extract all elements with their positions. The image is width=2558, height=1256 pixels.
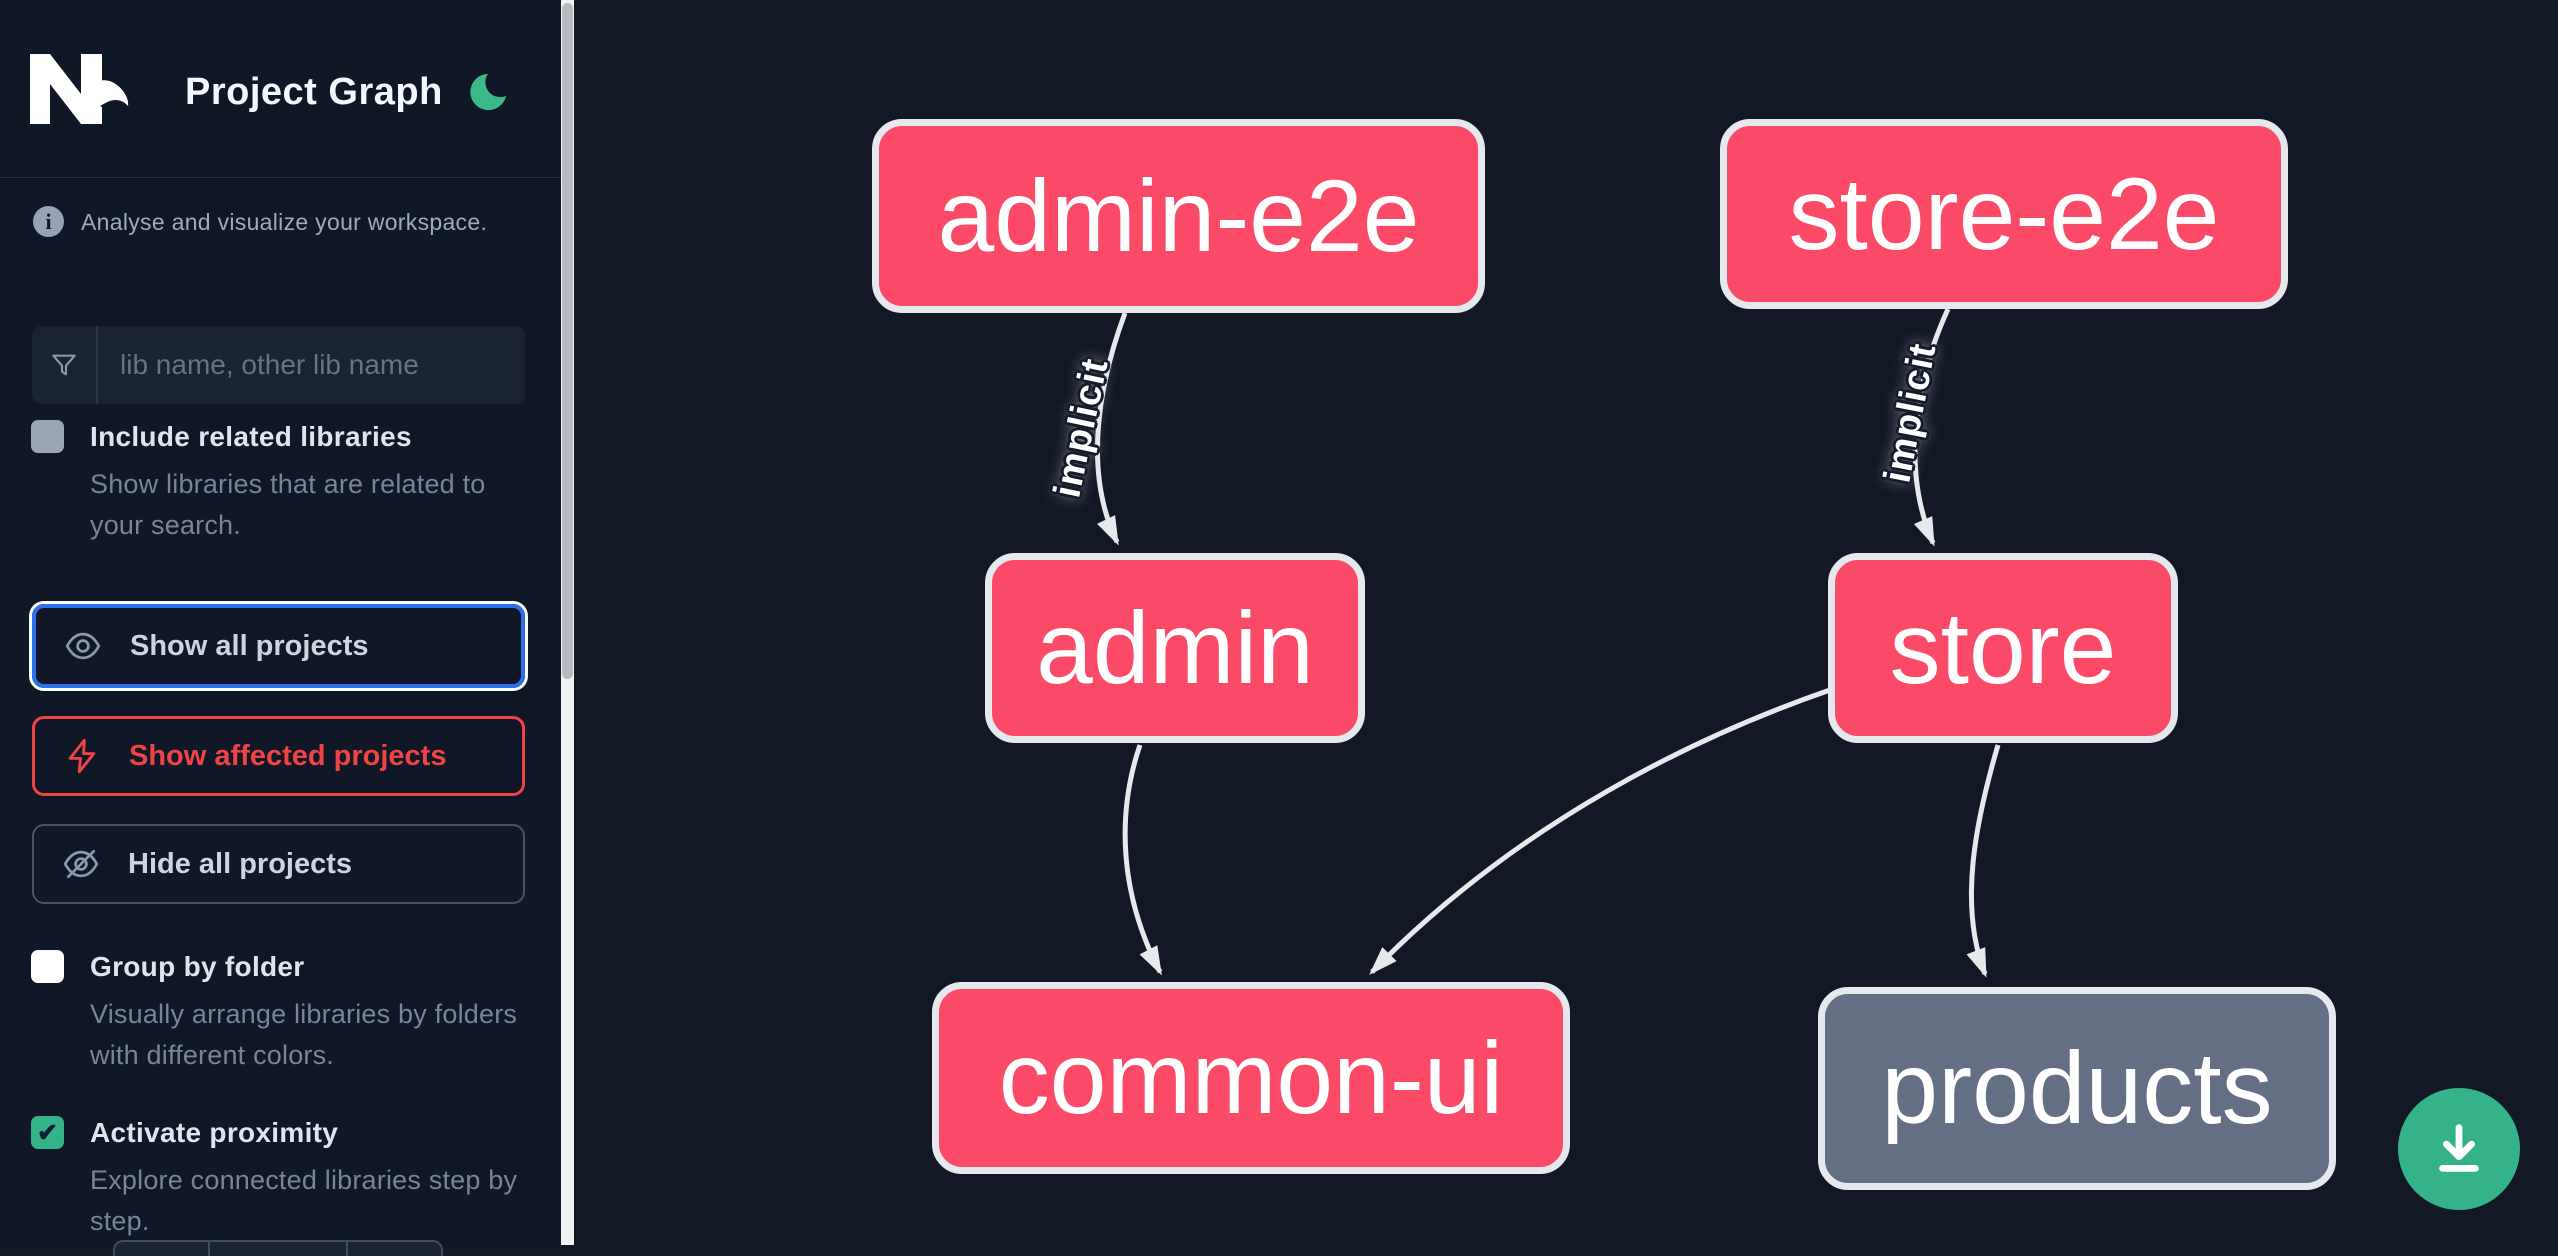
bolt-icon <box>68 738 96 774</box>
button-label: Show all projects <box>130 629 369 662</box>
toggle-include-related[interactable]: Include related libraries Show libraries… <box>31 420 536 546</box>
filter-search-input[interactable] <box>98 326 525 404</box>
toggle-group-by-folder[interactable]: Group by folder Visually arrange librari… <box>31 950 536 1076</box>
graph-node-store-e2e[interactable]: store-e2e <box>1720 119 2288 309</box>
node-label: admin <box>1036 590 1314 705</box>
toggle-label: Activate proximity <box>90 1116 339 1148</box>
sidebar: Project Graph Analyse and visualize your… <box>0 0 561 1256</box>
button-label: Show affected projects <box>129 739 447 772</box>
checkbox-group-by-folder[interactable] <box>31 950 64 983</box>
show-affected-projects-button[interactable]: Show affected projects <box>32 716 525 796</box>
sidebar-scrollbar-thumb[interactable] <box>562 3 573 679</box>
graph-node-admin[interactable]: admin <box>985 553 1365 743</box>
eye-icon <box>65 632 101 660</box>
proximity-depth-control[interactable] <box>113 1240 443 1256</box>
eye-off-icon <box>63 849 99 879</box>
toggle-description: Visually arrange libraries by folders wi… <box>90 999 518 1070</box>
toggle-description: Show libraries that are related to your … <box>90 469 486 540</box>
filter-search-box <box>32 326 525 404</box>
graph-node-products[interactable]: products <box>1818 987 2336 1190</box>
page-title: Project Graph <box>185 71 443 113</box>
info-icon <box>33 206 64 237</box>
node-label: store <box>1889 590 2117 705</box>
funnel-icon <box>32 326 98 404</box>
toggle-label: Group by folder <box>90 950 305 982</box>
download-graph-button[interactable] <box>2398 1088 2520 1210</box>
depth-decrement-segment[interactable] <box>115 1242 210 1256</box>
graph-node-store[interactable]: store <box>1828 553 2178 743</box>
depth-increment-segment[interactable] <box>348 1242 441 1256</box>
toggle-activate-proximity[interactable]: Activate proximity Explore connected lib… <box>31 1116 536 1242</box>
nx-logo-icon <box>30 54 129 124</box>
button-label: Hide all projects <box>128 847 353 880</box>
toggle-description: Explore connected libraries step by step… <box>90 1165 518 1236</box>
theme-moon-icon[interactable] <box>467 71 509 113</box>
node-label: admin-e2e <box>937 158 1420 273</box>
depth-value-segment <box>210 1242 348 1256</box>
node-label: common-ui <box>998 1020 1504 1135</box>
checkbox-include-related[interactable] <box>31 420 64 453</box>
graph-node-admin-e2e[interactable]: admin-e2e <box>872 119 1485 313</box>
workspace-info-text: Analyse and visualize your workspace. <box>81 209 488 235</box>
hide-all-projects-button[interactable]: Hide all projects <box>32 824 525 904</box>
sidebar-scrollbar-track[interactable] <box>561 0 574 1245</box>
sidebar-header: Project Graph <box>0 0 561 178</box>
toggle-label: Include related libraries <box>90 420 412 452</box>
show-all-projects-button[interactable]: Show all projects <box>32 604 525 688</box>
graph-node-common-ui[interactable]: common-ui <box>932 982 1570 1174</box>
download-icon <box>2439 1124 2479 1172</box>
workspace-info: Analyse and visualize your workspace. <box>33 206 533 237</box>
checkbox-activate-proximity[interactable] <box>31 1116 64 1149</box>
node-label: products <box>1881 1031 2273 1145</box>
node-label: store-e2e <box>1788 156 2220 271</box>
